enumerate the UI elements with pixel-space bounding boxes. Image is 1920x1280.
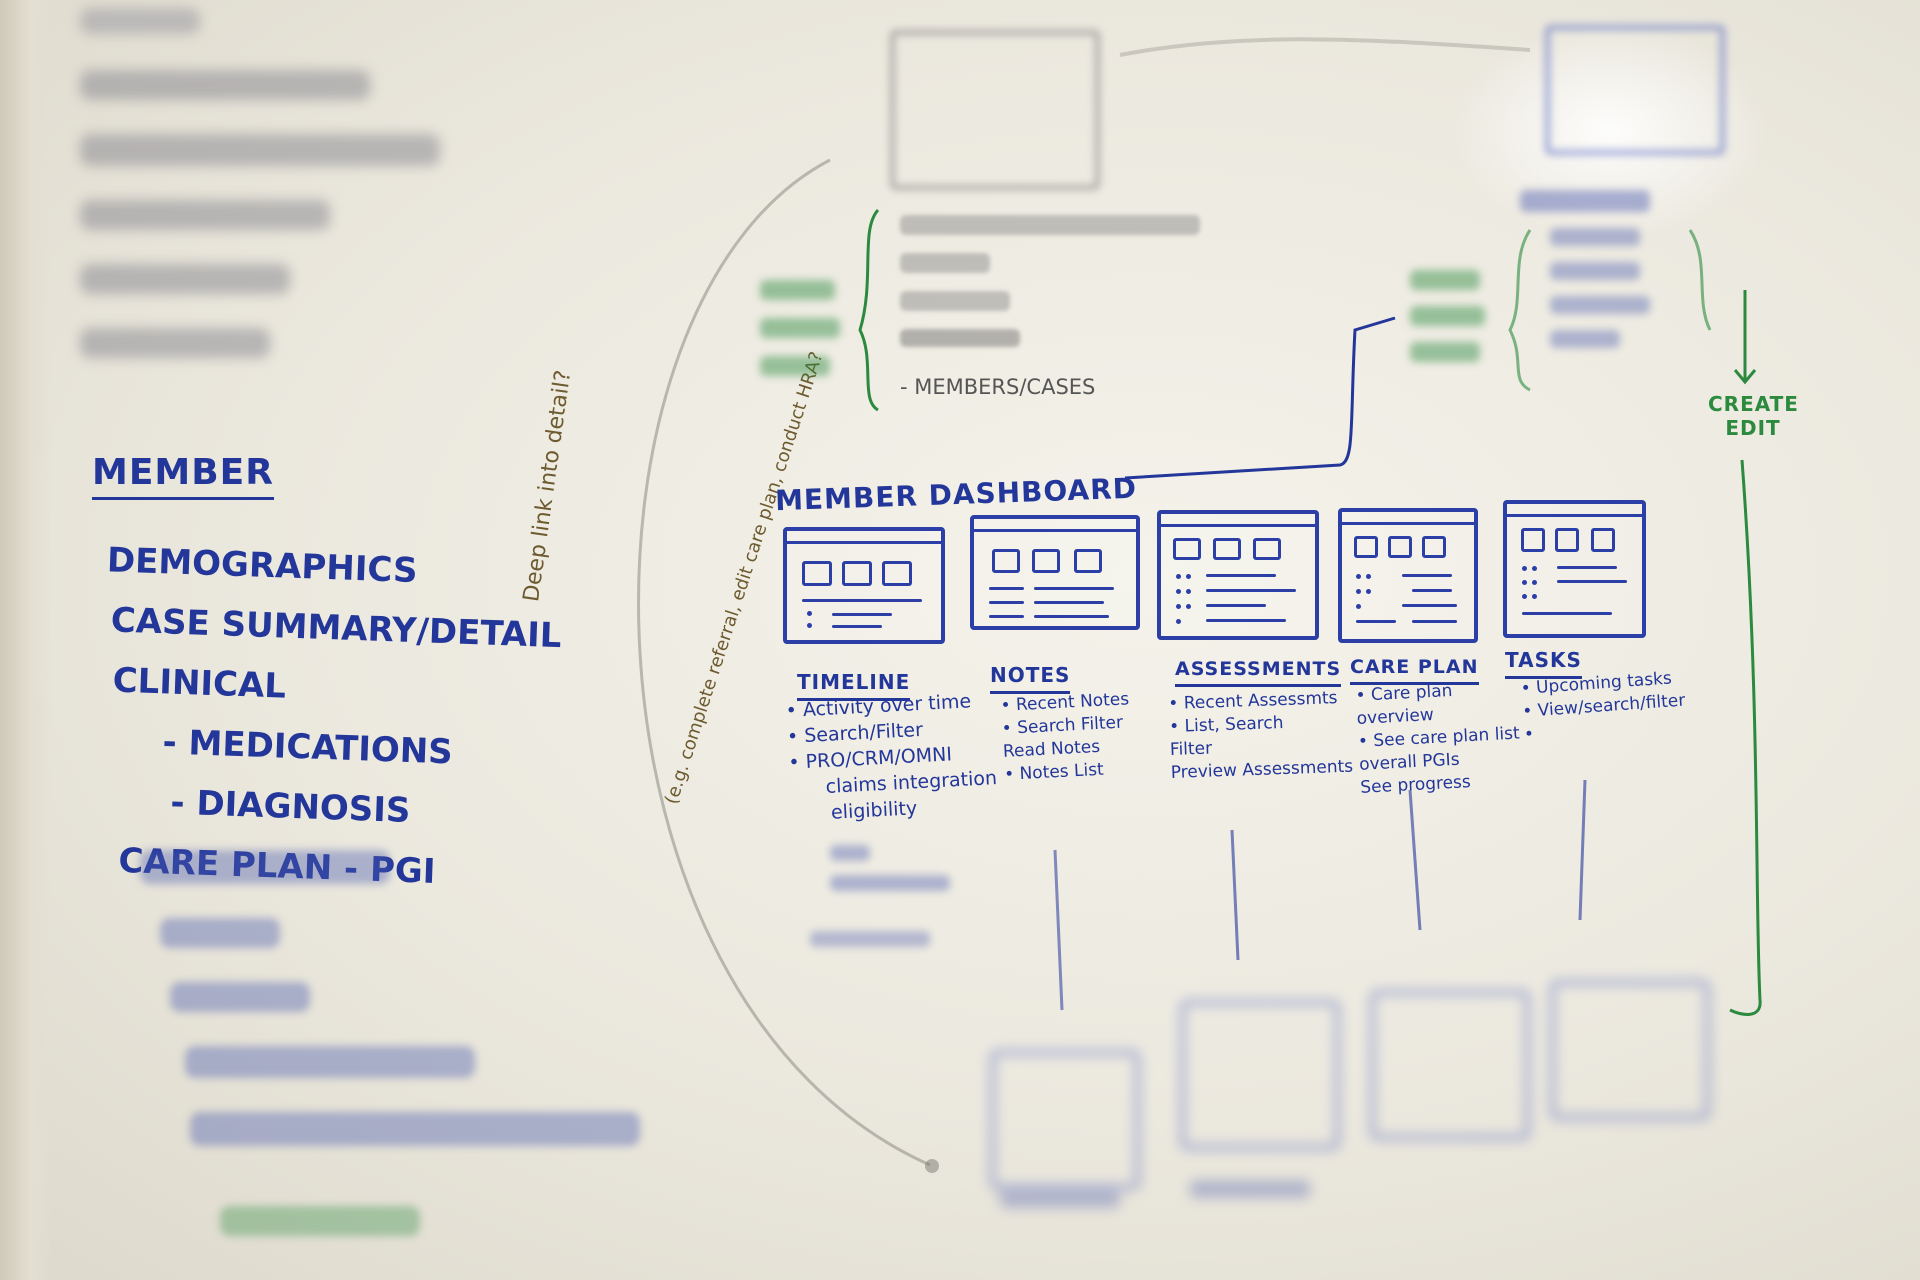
timeline-items: • Activity over time • Search/Filter • P…	[785, 687, 999, 828]
right-search-filter-blurred	[1410, 270, 1485, 362]
lower-screen-sketch-2	[1180, 1000, 1340, 1150]
assessments-label: Assessments	[1175, 658, 1342, 687]
arc-end-dot	[925, 1159, 939, 1173]
care-plan-items: • Care plan overview • See care plan lis…	[1355, 677, 1523, 800]
notes-screen-sketch	[970, 515, 1140, 630]
care-plan-label: Care Plan	[1350, 656, 1479, 685]
search-filter-label-blurred	[760, 280, 850, 400]
top-center-screen-sketch	[890, 30, 1100, 190]
search-filter-item: - Members/Cases	[900, 375, 1096, 399]
tasks-screen-sketch	[1503, 500, 1646, 638]
timeline-items-blurred	[810, 845, 950, 947]
timeline-label: Timeline	[797, 670, 911, 701]
gray-arc	[637, 158, 931, 1167]
pointer-assess	[1230, 829, 1240, 961]
timeline-screen-sketch	[783, 527, 945, 644]
pointer-care	[1408, 789, 1422, 931]
green-flow-line	[1729, 459, 1762, 1016]
care-plan-screen-sketch	[1338, 508, 1478, 643]
pointer-notes	[1053, 849, 1064, 1011]
lower-screen-sketch-1	[990, 1050, 1140, 1190]
top-connector	[1119, 37, 1531, 57]
lower-blurred-text	[1000, 1180, 1680, 1230]
green-brace-left	[858, 208, 880, 412]
lower-screen-sketch-4	[1550, 980, 1710, 1120]
right-list-blurred	[1520, 190, 1650, 348]
green-arrow-down	[1733, 290, 1757, 385]
green-brace-right	[1688, 229, 1712, 331]
assessments-screen-sketch	[1157, 510, 1319, 640]
search-filter-blurred-items	[900, 215, 1200, 347]
member-heading: Member	[92, 452, 274, 500]
notes-label: Notes	[990, 663, 1071, 694]
assessments-items: • Recent Assessmts • List, Search Filter…	[1168, 687, 1354, 785]
lower-screen-sketch-3	[1370, 990, 1530, 1140]
tasks-items: • Upcoming tasks • View/search/filter •	[1520, 667, 1688, 747]
lower-left-blurred-notes	[140, 850, 640, 1236]
create-edit-label: Create Edit	[1708, 392, 1799, 440]
dashboard-connector	[1124, 316, 1396, 480]
top-right-screen-sketch	[1545, 25, 1725, 155]
top-left-blurred-notes	[80, 0, 440, 358]
pointer-tasks	[1578, 779, 1587, 921]
tasks-label: Tasks	[1505, 648, 1582, 679]
notes-items: • Recent Notes • Search Filter Read Note…	[1000, 688, 1133, 787]
green-brace-mid	[1508, 229, 1532, 392]
light-glare	[1450, 20, 1770, 240]
whiteboard-edge	[0, 0, 52, 1280]
